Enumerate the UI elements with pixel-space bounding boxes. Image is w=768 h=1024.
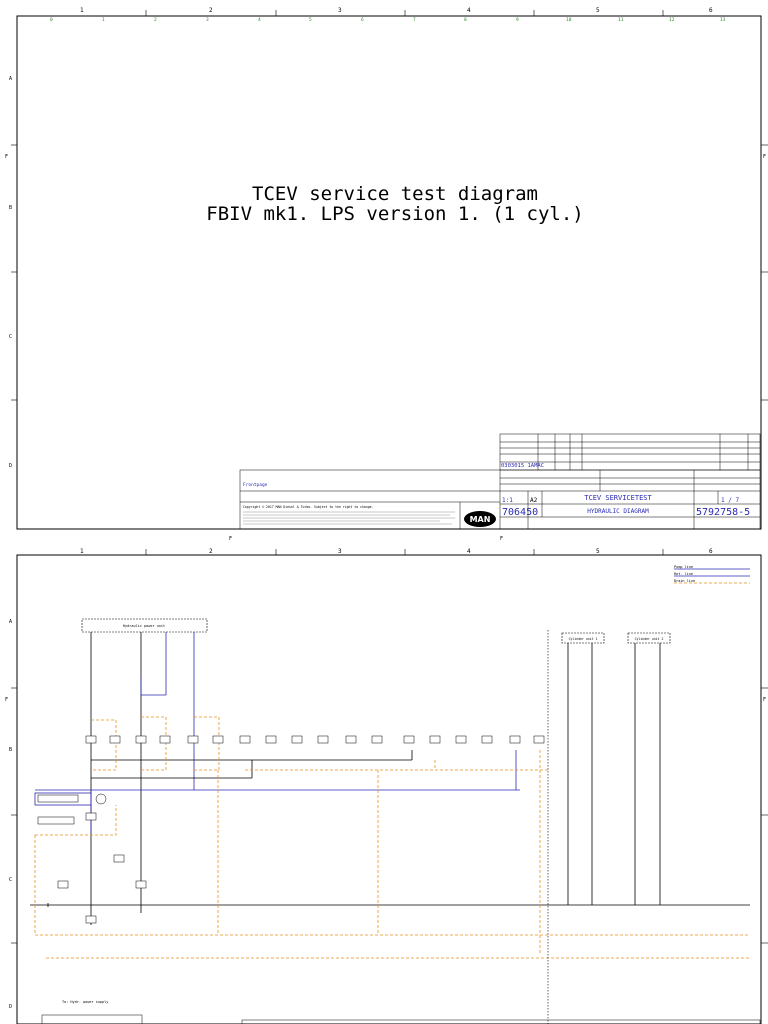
svg-text:6: 6 — [361, 17, 364, 23]
svg-text:2: 2 — [209, 548, 213, 555]
svg-text:F: F — [5, 697, 8, 703]
sheet2-ruler-ticks — [11, 549, 768, 944]
sheet1-frame-marker: F — [229, 536, 232, 542]
svg-text:1: 1 — [102, 17, 105, 23]
svg-text:5: 5 — [596, 548, 600, 555]
legend-label: Ret. line — [674, 572, 693, 576]
svg-text:2: 2 — [154, 17, 157, 23]
drain-lines — [34, 716, 750, 959]
col-label: 3 — [338, 7, 342, 14]
svg-text:F: F — [763, 697, 766, 703]
manifold-lines — [30, 750, 750, 907]
svg-text:C: C — [9, 877, 12, 883]
sheet1-frame-marker: F — [500, 536, 503, 542]
copyright-text: Copyright © 2017 MAN Diesel & Turbo. Sub… — [243, 505, 374, 509]
sheet1-inner-column-labels: 0 1 2 3 4 5 6 7 8 9 10 11 12 13 — [50, 17, 726, 23]
svg-text:C: C — [9, 334, 12, 340]
sheet-number: 1 / 7 — [721, 497, 739, 504]
svg-text:9: 9 — [516, 17, 519, 23]
svg-text:F: F — [763, 154, 766, 160]
title-block — [239, 469, 761, 530]
copyright-filler-lines — [243, 511, 455, 525]
sheet1-row-ticks — [11, 144, 768, 401]
svg-text:1: 1 — [80, 548, 84, 555]
svg-text:B: B — [9, 205, 12, 211]
man-logo: MAN — [464, 511, 496, 527]
cylinder-unit-label: Cylinder unit 1 — [569, 637, 598, 641]
svg-text:D: D — [9, 1004, 12, 1010]
col-label: 1 — [80, 7, 84, 14]
svg-text:B: B — [9, 747, 12, 753]
svg-text:4: 4 — [258, 17, 261, 23]
diagram-title-line2: FBIV mk1. LPS version 1. (1 cyl.) — [206, 203, 584, 225]
svg-text:A: A — [9, 76, 12, 82]
legend-label: Pump line — [674, 565, 693, 569]
sheet1-row-labels: A B C D F F — [5, 76, 766, 469]
svg-text:13: 13 — [720, 17, 726, 23]
document-number: 5792758-5 — [696, 507, 750, 518]
svg-text:F: F — [5, 154, 8, 160]
cylinder-unit-label: Cylinder unit 2 — [635, 637, 664, 641]
svg-text:12: 12 — [669, 17, 675, 23]
line-legend: Pump line Ret. line Drain line — [674, 565, 750, 584]
bottom-note: To: Hydr. power supply — [62, 1000, 108, 1004]
svg-text:10: 10 — [566, 17, 572, 23]
svg-text:8: 8 — [464, 17, 467, 23]
bottom-note-box — [41, 1014, 143, 1024]
sheet2-row-labels: A B C D F F — [5, 619, 766, 1010]
hpu-label: Hydraulic power unit — [123, 624, 165, 628]
frontpage-label: Frontpage — [243, 482, 268, 488]
svg-text:5: 5 — [309, 17, 312, 23]
svg-text:0: 0 — [50, 17, 53, 23]
sheet1-outer-frame — [16, 15, 762, 530]
col-label: 4 — [467, 7, 471, 14]
left-components — [34, 792, 147, 924]
front-page-sheet: 1 2 3 4 5 6 0 1 2 3 4 5 6 7 8 9 10 11 12… — [5, 7, 768, 542]
drawing-number: 706450 — [502, 507, 538, 518]
legend-label: Drain line — [674, 579, 695, 583]
svg-text:4: 4 — [467, 548, 471, 555]
sheet2-title-block-edge — [241, 1019, 761, 1024]
drawing-name-line1: TCEV SERVICETEST — [584, 494, 652, 502]
svg-text:MAN: MAN — [470, 515, 491, 524]
sheet2-column-labels: 1 2 3 4 5 6 — [80, 548, 713, 555]
svg-text:6: 6 — [709, 548, 713, 555]
svg-text:A: A — [9, 619, 12, 625]
svg-text:3: 3 — [206, 17, 209, 23]
sheet1-ruler-ticks — [145, 10, 664, 16]
cylinder-unit-2: Cylinder unit 2 — [627, 632, 671, 905]
scale-value: 1:1 — [502, 497, 513, 504]
svg-text:11: 11 — [618, 17, 624, 23]
sheet2-outer-frame — [16, 554, 762, 1024]
cylinder-unit-1: Cylinder unit 1 — [561, 632, 605, 905]
svg-text:7: 7 — [413, 17, 416, 23]
svg-text:3: 3 — [338, 548, 342, 555]
diagram-title-line1: TCEV service test diagram — [252, 183, 538, 205]
drawing-name-line2: HYDRAULIC DIAGRAM — [587, 508, 649, 515]
hydraulic-diagram-sheet: 1 2 3 4 5 6 A B C D F F Pump line Ret. l… — [5, 548, 768, 1024]
feed-lines — [90, 632, 195, 925]
col-label: 5 — [596, 7, 600, 14]
col-label: 2 — [209, 7, 213, 14]
col-label: 6 — [709, 7, 713, 14]
sheet1-column-labels: 1 2 3 4 5 6 — [80, 7, 713, 14]
svg-text:D: D — [9, 463, 12, 469]
valve-row — [85, 735, 545, 744]
revision-code: 0303015 1AMAC — [501, 463, 544, 469]
size-value: A2 — [530, 497, 538, 504]
